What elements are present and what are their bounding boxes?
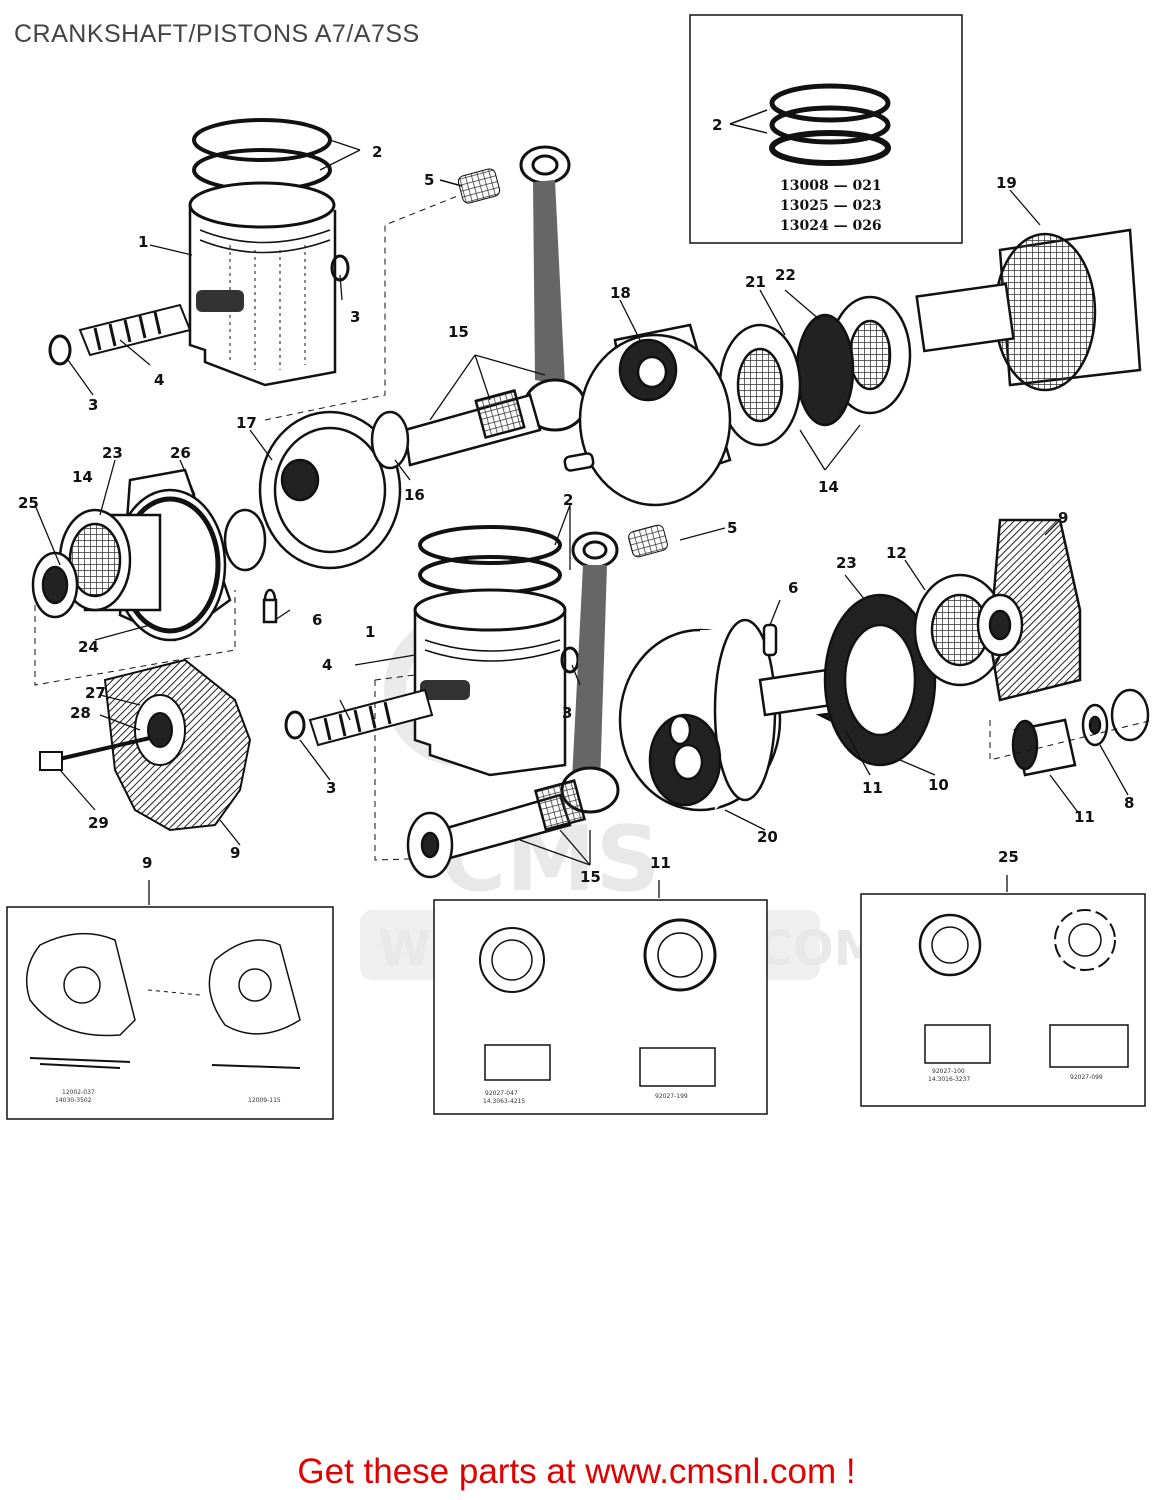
upper-piston-group [48,118,461,421]
callout-2-inset: 2 [712,116,722,134]
callout-2b: 2 [563,491,573,509]
callout-17: 17 [236,414,257,432]
callout-1b: 1 [365,623,375,641]
inset-callout-25: 25 [998,848,1019,866]
callout-labels: 2 1 5 3 4 3 15 18 19 21 22 14 17 16 23 2… [18,143,1134,886]
callout-23: 23 [102,444,123,462]
callout-8: 8 [1124,794,1134,812]
callout-26: 26 [170,444,191,462]
callout-3: 3 [350,308,360,326]
callout-15: 16 [404,486,425,504]
callout-20: 20 [757,828,778,846]
callout-16: 15 [448,323,469,341]
callout-2: 2 [372,143,382,161]
callout-14b: 14 [72,468,93,486]
left-housing-group [31,468,278,686]
callout-24: 24 [78,638,99,656]
inset25-caption-2: 14.3016-3237 [928,1076,970,1083]
part-number-3: 13024 — 026 [780,218,882,234]
ring-set-inset: 2 13008 — 021 13025 — 023 13024 — 026 [689,14,963,244]
callout-1: 1 [138,233,148,251]
get-parts-link[interactable]: Get these parts at www.cmsnl.com ! [297,1452,856,1491]
callout-14: 14 [818,478,839,496]
seal-bearing-lower-right [823,518,1082,767]
bearing-5-upper [439,168,501,204]
left-cover-9 [39,658,252,832]
callout-19: 19 [996,174,1017,192]
callout-25: 25 [18,494,39,512]
detail-inset-9: 9 12002-037 14030-3502 12009-115 [6,854,334,1120]
callout-6b: 6 [788,579,798,597]
callout-16b: 15 [580,868,601,886]
callout-3c: 3 [562,704,572,722]
inset9-caption-1: 12002-037 [62,1089,95,1096]
callout-18: 18 [610,284,631,302]
crankshaft-upper [258,228,1142,570]
callout-4b: 4 [322,656,332,674]
callout-27: 27 [85,684,106,702]
inset-callout-9: 9 [142,854,152,872]
callout-22: 22 [775,266,796,284]
callout-23b: 23 [836,554,857,572]
crankshaft-lower [406,618,867,879]
upper-connecting-rod [519,145,587,432]
lower-connecting-rod [560,531,620,814]
callout-9b: 9 [230,844,240,862]
callout-3b: 3 [88,396,98,414]
callout-21: 21 [745,273,766,291]
nut-washer-collar [989,688,1153,777]
page-title: CRANKSHAFT/PISTONS A7/A7SS [14,20,420,48]
callout-5: 5 [424,171,434,189]
callout-4: 4 [154,371,164,389]
callout-3d: 3 [326,779,336,797]
bearing-5-lower [628,524,668,558]
part-number-2: 13025 — 023 [780,198,882,214]
inset11-caption-2: 14.3063-4215 [483,1098,525,1105]
callout-5b: 5 [727,519,737,537]
inset9-caption-2: 14030-3502 [55,1097,92,1104]
detail-inset-25: 25 92027-100 14.3016-3237 92027-099 [860,848,1146,1107]
inset25-caption-3: 92027-099 [1070,1074,1103,1081]
callout-11: 11 [1074,808,1095,826]
callout-10: 10 [928,776,949,794]
callout-28: 28 [70,704,91,722]
part-number-1: 13008 — 021 [780,178,882,194]
inset9-caption-3: 12009-115 [248,1097,281,1104]
callout-9: 9 [1058,509,1068,527]
detail-inset-11: 11 92027-047 14.3063-4215 92027-199 [433,854,768,1115]
inset25-caption-1: 92027-100 [932,1068,965,1075]
inset11-caption-3: 92027-199 [655,1093,688,1100]
inset-callout-11: 11 [650,854,671,872]
callout-13: 11 [862,779,883,797]
leader-lines [34,139,1129,866]
callout-29: 29 [88,814,109,832]
callout-12: 12 [886,544,907,562]
inset11-caption-1: 92027-047 [485,1090,518,1097]
callout-6: 6 [312,611,322,629]
lower-piston-group [284,525,580,861]
